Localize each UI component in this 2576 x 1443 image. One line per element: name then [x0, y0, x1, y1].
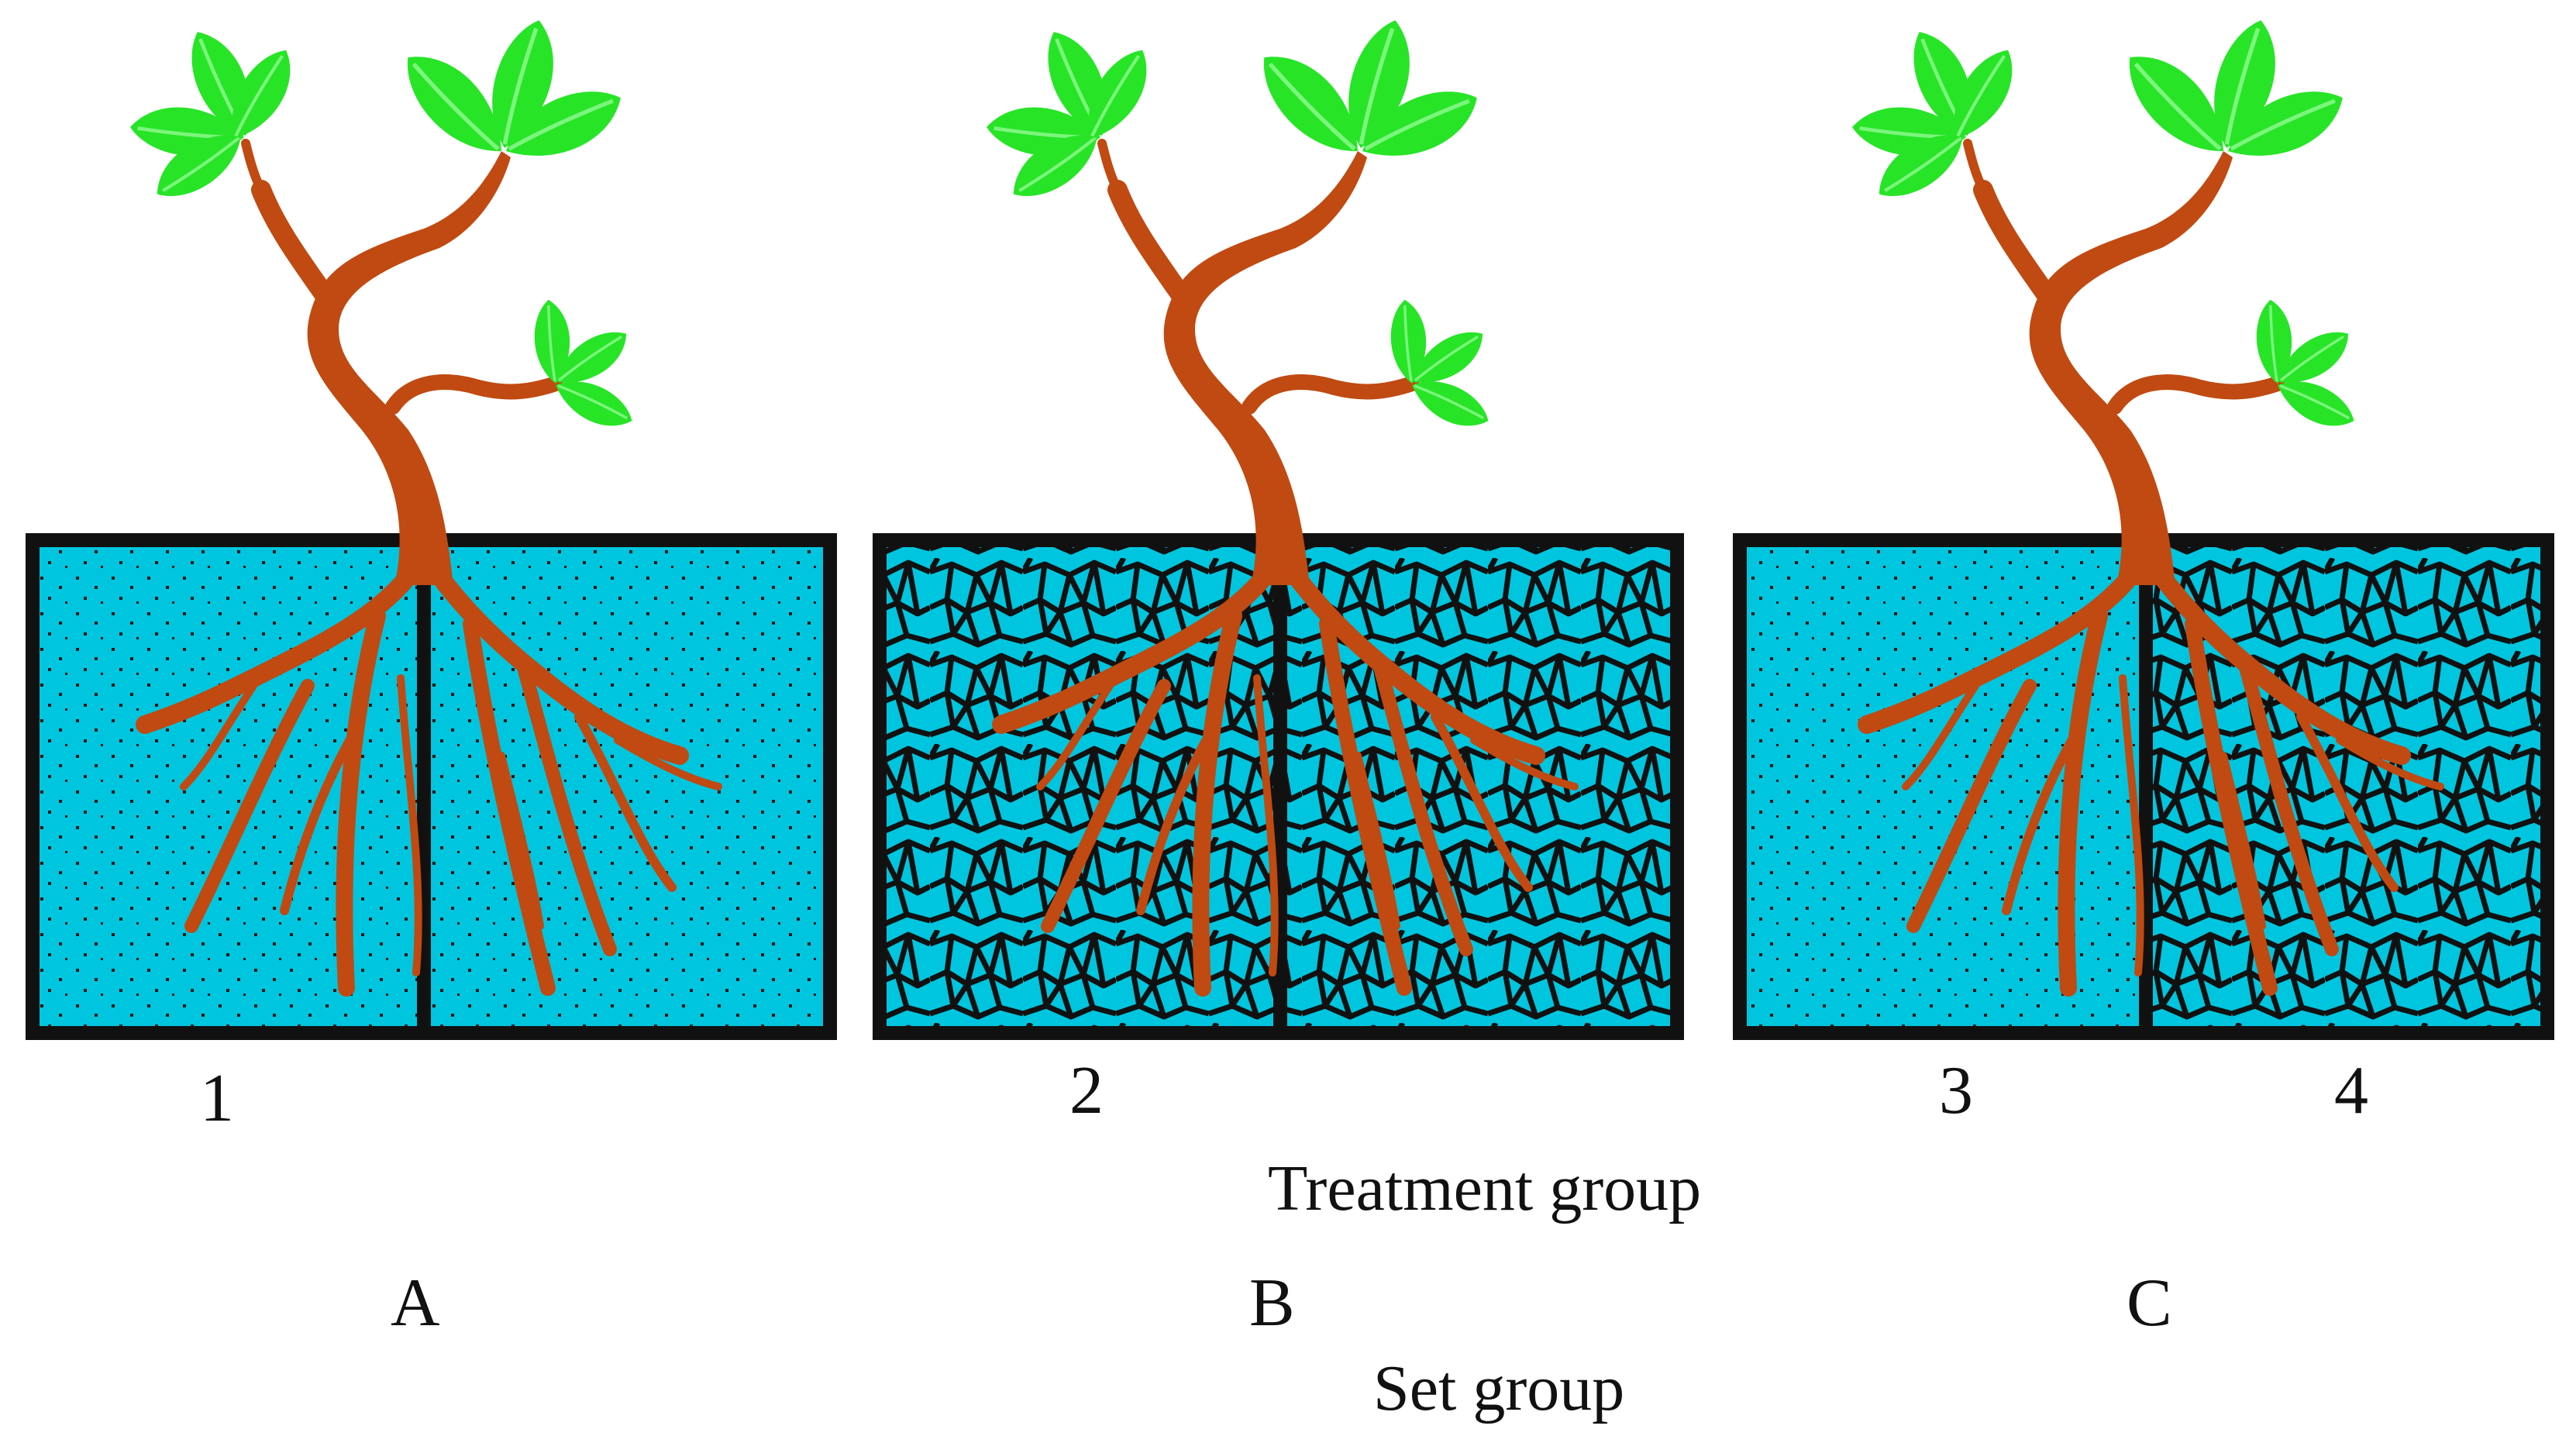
panel-b — [873, 14, 1684, 1040]
panel-a-right-chamber — [424, 540, 830, 1033]
treatment-label-3: 3 — [1939, 1053, 1973, 1128]
treatment-label-2: 2 — [1069, 1053, 1104, 1128]
panel-a — [26, 14, 837, 1040]
set-group-title: Set group — [1373, 1352, 1625, 1424]
treatment-label-1: 1 — [200, 1061, 234, 1136]
treatment-group-title: Treatment group — [1268, 1152, 1702, 1224]
set-label-c: C — [2127, 1266, 2172, 1341]
treatment-label-4: 4 — [2334, 1053, 2368, 1128]
set-label-b: B — [1249, 1266, 1295, 1341]
panel-c — [1733, 14, 2554, 1040]
set-label-a: A — [391, 1266, 440, 1341]
